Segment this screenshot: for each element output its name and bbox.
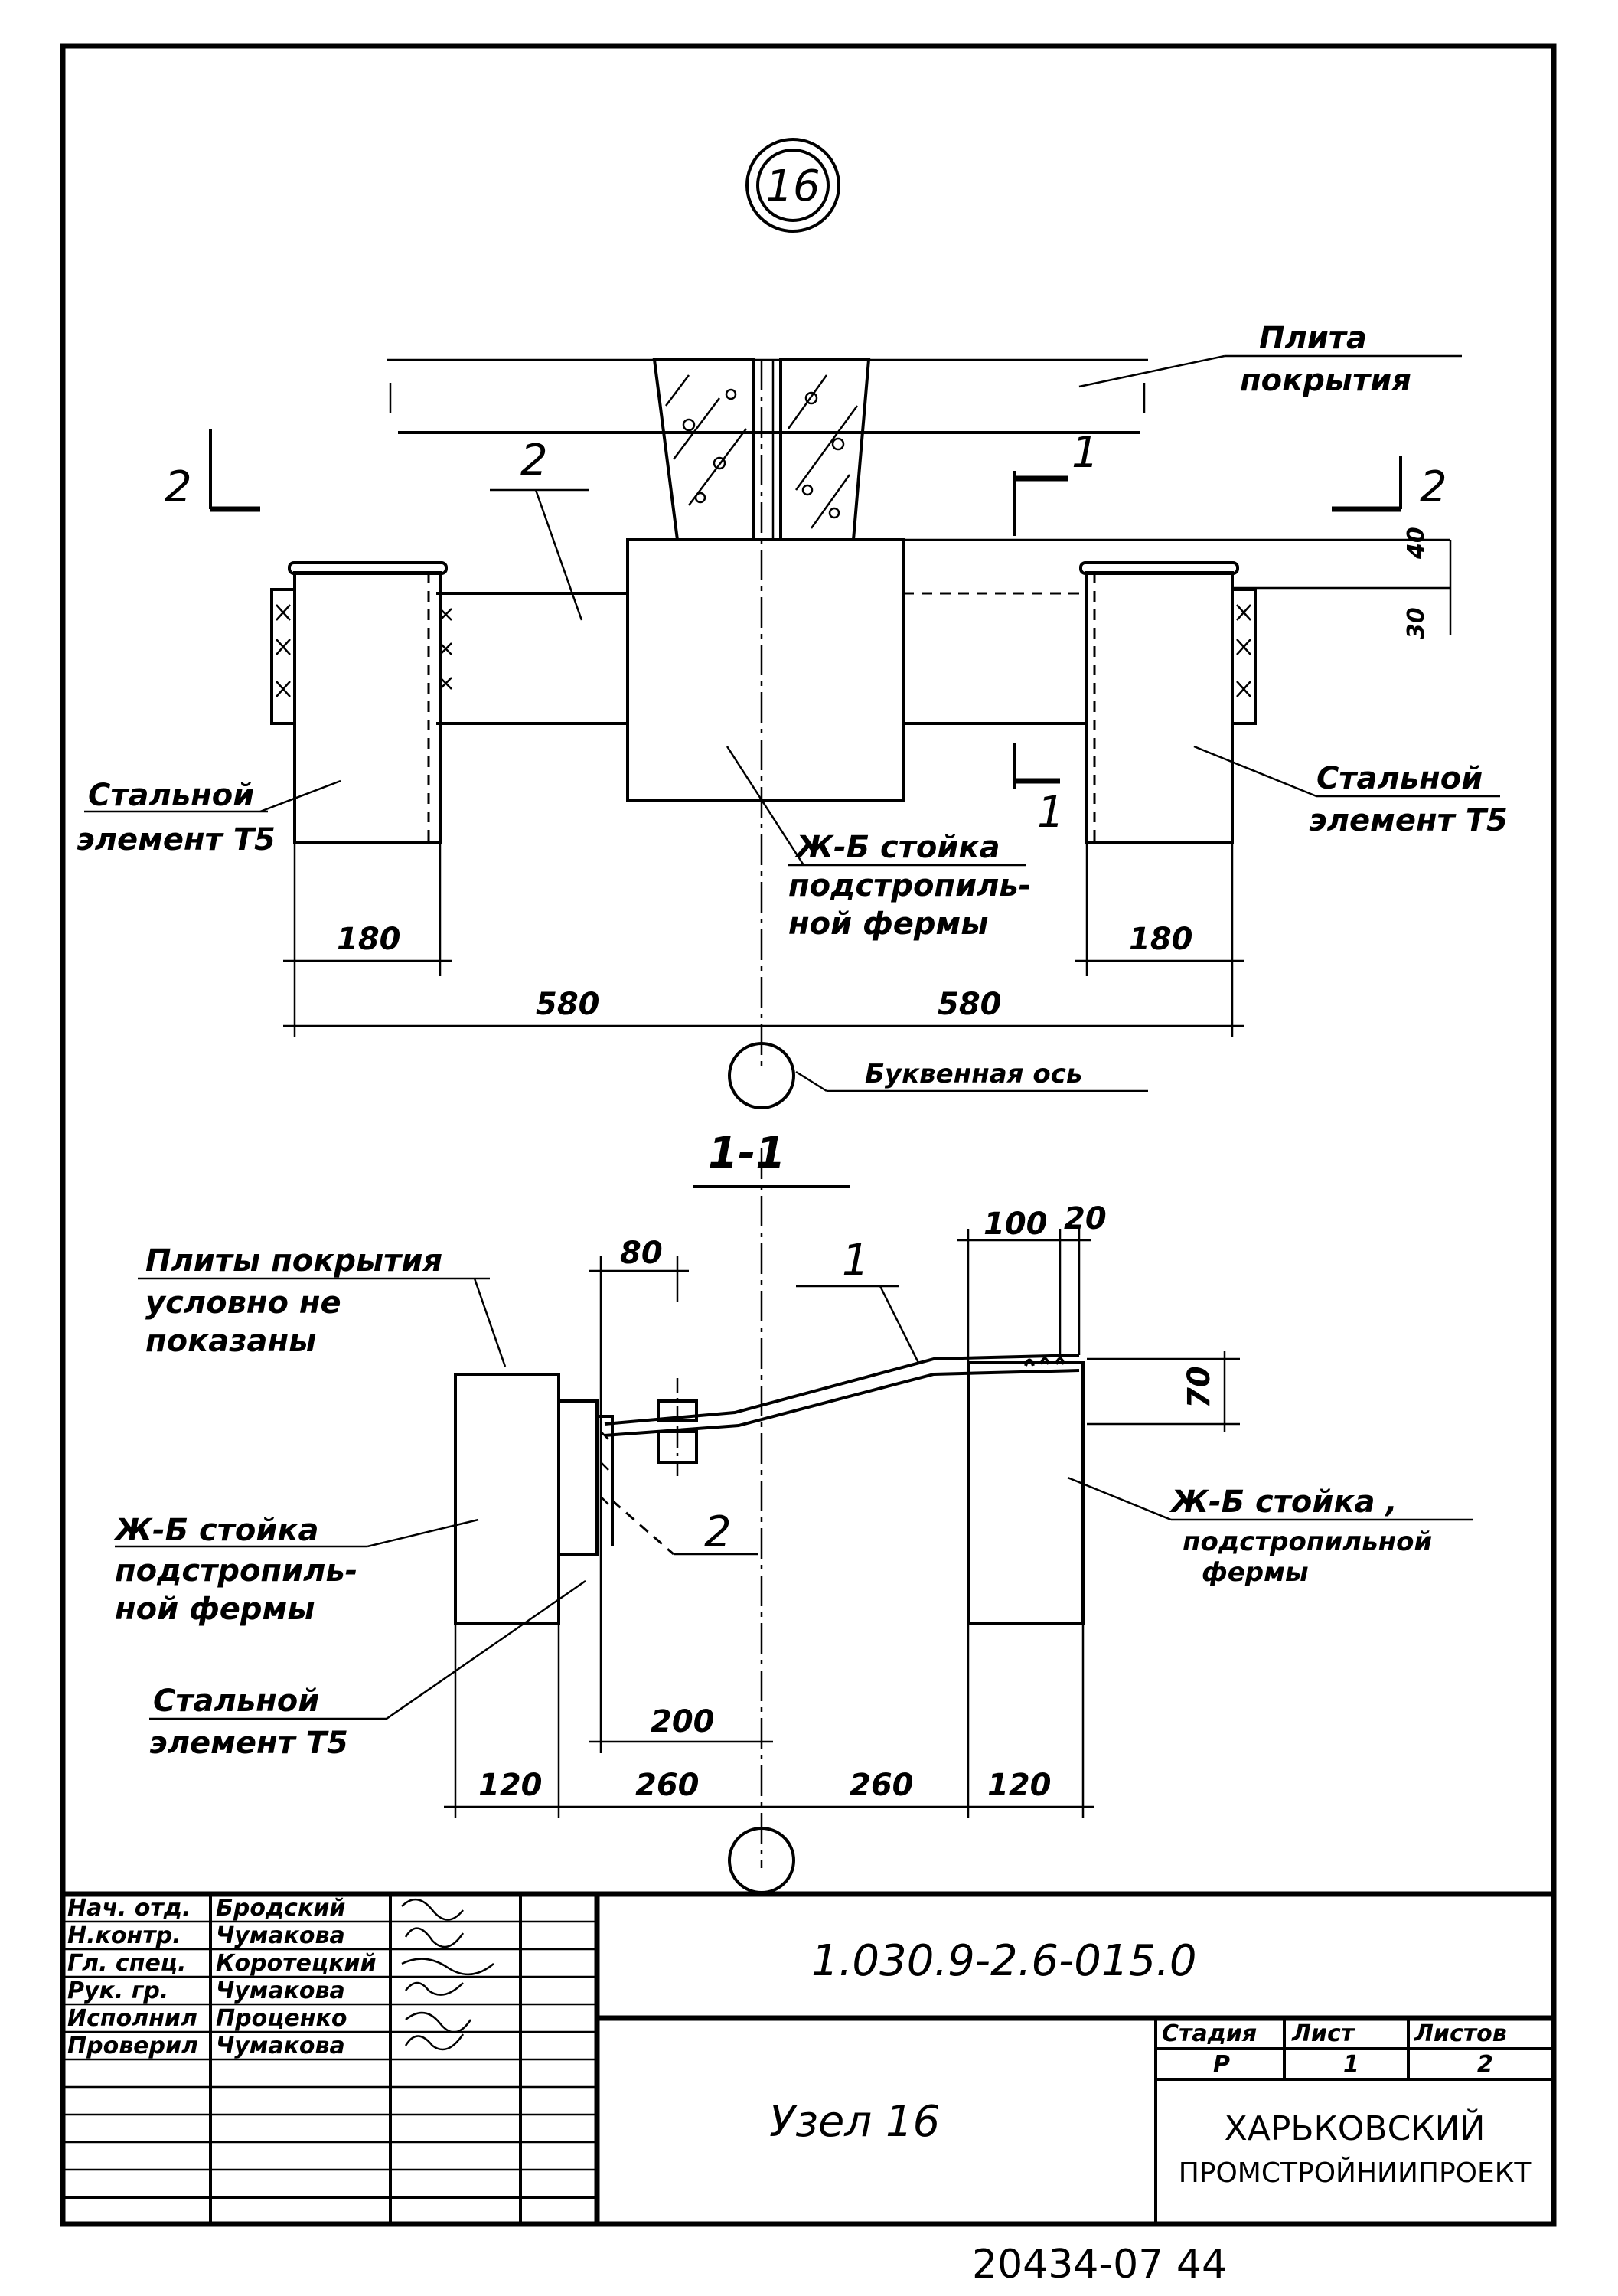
node-marker-label: 16 <box>765 162 820 211</box>
role-row-3: Гл. спец. <box>67 1950 186 1977</box>
sheet-frame <box>60 43 1557 2227</box>
section-mark-2-left: 2 <box>165 462 192 512</box>
dim-40: 40 <box>1403 527 1430 560</box>
sheet-value: 1 <box>1343 2051 1359 2078</box>
axis-bubble-top <box>728 1042 795 1109</box>
dim-120-left: 120 <box>478 1768 543 1803</box>
slab-note-1: Плиты покрытия <box>145 1243 442 1279</box>
section-title: 1-1 <box>708 1128 785 1178</box>
column-left-label-2: подстропиль- <box>115 1553 357 1589</box>
column-left-label-1: Ж-Б стойка <box>113 1513 319 1548</box>
callout-2-section: 2 <box>704 1507 732 1557</box>
dim-180-right: 180 <box>1129 922 1193 957</box>
column-label-3: ной фермы <box>788 906 988 942</box>
title-block: Нач. отд. Бродский Н.контр. Чумакова Гл.… <box>63 1891 1554 2224</box>
name-row-3: Коротецкий <box>216 1950 377 1977</box>
steel-right-label-1: Стальной <box>1316 761 1483 796</box>
sheet-title: Узел 16 <box>769 2097 940 2147</box>
stage-header: Стадия <box>1162 2020 1257 2047</box>
section-1-1: 1-1 80 100 20 70 200 <box>113 1128 1473 1894</box>
name-row-4: Чумакова <box>216 1978 345 2004</box>
dim-20: 20 <box>1064 1201 1107 1236</box>
slab-label-1: Плита <box>1259 321 1367 356</box>
steel-label-2: элемент Т5 <box>149 1726 348 1761</box>
rc-column-top <box>626 538 905 802</box>
stage-value: Р <box>1213 2051 1230 2078</box>
dim-580-left: 580 <box>536 987 600 1022</box>
steel-left-label-2: элемент Т5 <box>77 822 276 857</box>
column-label-2: подстропиль- <box>788 868 1031 903</box>
name-row-1: Бродский <box>216 1895 345 1922</box>
sheets-value: 2 <box>1477 2051 1493 2078</box>
org-name-2: ПРОМСТРОЙНИИПРОЕКТ <box>1179 2157 1532 2189</box>
name-row-6: Чумакова <box>216 2033 345 2059</box>
role-row-1: Нач. отд. <box>67 1895 191 1922</box>
slab-label-2: покрытия <box>1240 363 1411 398</box>
column-label-1: Ж-Б стойка <box>794 830 1000 865</box>
axis-label: Буквенная ось <box>865 1059 1082 1089</box>
role-row-4: Рук. гр. <box>67 1978 168 2004</box>
callout-2-top: 2 <box>520 436 548 485</box>
org-name-1: ХАРЬКОВСКИЙ <box>1225 2108 1486 2148</box>
dim-200: 200 <box>651 1704 715 1739</box>
sheet-header: Лист <box>1291 2020 1355 2047</box>
section-mark-2-right: 2 <box>1420 462 1447 512</box>
role-row-2: Н.контр. <box>67 1922 181 1949</box>
slab-note-2: условно не <box>145 1285 341 1321</box>
footer-code: 20434-07 44 <box>972 2242 1227 2288</box>
column-right-label-2: подстропильной <box>1183 1527 1432 1557</box>
column-right-label-1: Ж-Б стойка , <box>1169 1484 1398 1520</box>
top-view: 2 2 1 1 2 Плита покрытия Стальной элемен… <box>77 321 1508 1109</box>
steel-element-right <box>1085 571 1234 844</box>
dim-80: 80 <box>620 1236 663 1271</box>
slab-note-3: показаны <box>145 1324 316 1359</box>
steel-right-label-2: элемент Т5 <box>1309 803 1508 838</box>
dim-260-left: 260 <box>635 1768 700 1803</box>
dim-30: 30 <box>1403 607 1430 639</box>
sheets-header: Листов <box>1414 2020 1507 2047</box>
dim-180-left: 180 <box>337 922 401 957</box>
role-row-6: Проверил <box>67 2033 198 2059</box>
signatures <box>401 1899 494 2051</box>
dim-120-right: 120 <box>987 1768 1052 1803</box>
node-marker: 16 <box>745 138 840 233</box>
signature-rows: Нач. отд. Бродский Н.контр. Чумакова Гл.… <box>67 1895 377 2059</box>
callout-1-section: 1 <box>842 1236 869 1285</box>
column-left-label-3: ной фермы <box>115 1592 315 1627</box>
steel-element-left <box>293 571 442 844</box>
rc-column-right <box>967 1361 1085 1625</box>
rc-column-left <box>454 1373 560 1625</box>
dim-100: 100 <box>984 1207 1048 1242</box>
section-mark-1-top: 1 <box>1072 428 1099 478</box>
slab-joint-left <box>652 358 755 541</box>
role-row-5: Исполнил <box>67 2005 197 2032</box>
dim-580-right: 580 <box>938 987 1002 1022</box>
section-mark-1-bottom: 1 <box>1037 788 1065 838</box>
column-right-label-3: фермы <box>1202 1557 1309 1588</box>
name-row-5: Проценко <box>216 2005 347 2032</box>
steel-left-label-1: Стальной <box>88 778 254 813</box>
dim-70: 70 <box>1182 1366 1217 1409</box>
dim-260-right: 260 <box>850 1768 914 1803</box>
name-row-2: Чумакова <box>216 1922 345 1949</box>
steel-label-1: Стальной <box>153 1684 319 1719</box>
doc-code: 1.030.9-2.6-015.0 <box>811 1936 1197 1986</box>
